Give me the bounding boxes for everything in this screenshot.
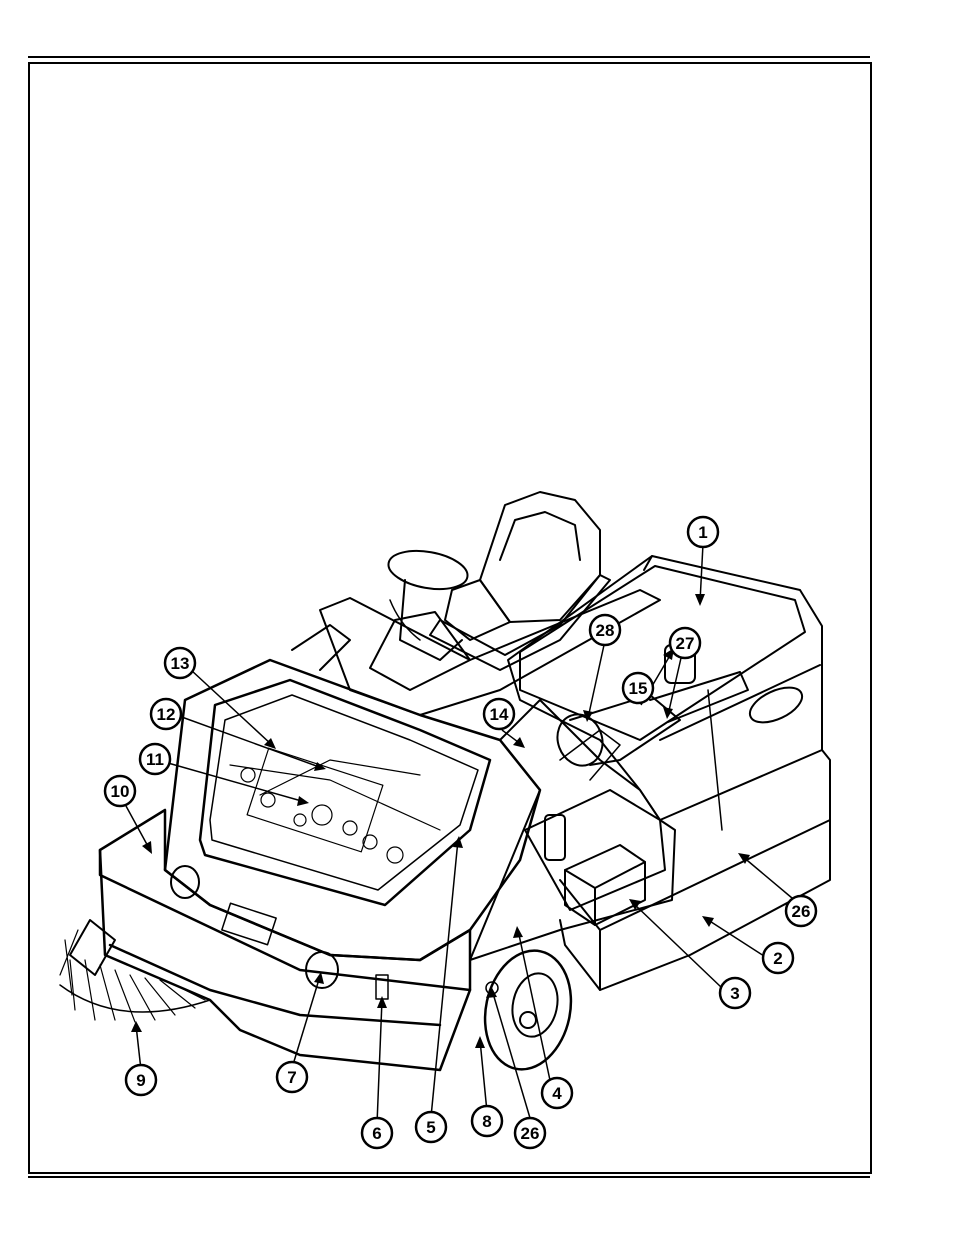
callout-1: 1: [698, 523, 707, 542]
callout-4: 4: [552, 1084, 562, 1103]
callout-9: 9: [136, 1071, 145, 1090]
control-panel: [241, 748, 403, 863]
callout-13: 13: [171, 654, 190, 673]
callout-27: 27: [676, 634, 695, 653]
callout-12: 12: [157, 705, 176, 724]
callout-3: 3: [730, 984, 739, 1003]
callout-8: 8: [482, 1112, 491, 1131]
side-brush: [60, 920, 210, 1022]
callout-14: 14: [490, 705, 509, 724]
front-wheel: [474, 943, 581, 1078]
callout-28: 28: [596, 621, 615, 640]
callout-6: 6: [372, 1124, 381, 1143]
callout-11: 11: [146, 750, 164, 769]
dash-console: [292, 590, 660, 715]
callout-26-front: 26: [521, 1124, 540, 1143]
callout-7: 7: [287, 1068, 296, 1087]
callout-26-right: 26: [792, 902, 811, 921]
side-panel: [470, 700, 675, 960]
callout-10: 10: [111, 782, 130, 801]
callout-2: 2: [773, 949, 782, 968]
hopper-cover: [508, 556, 822, 830]
callout-5: 5: [426, 1118, 435, 1137]
front-hood: [165, 660, 540, 960]
arrowheads: [131, 594, 750, 1048]
front-body: [100, 810, 498, 1070]
callout-15: 15: [629, 679, 648, 698]
battery: [565, 845, 645, 925]
